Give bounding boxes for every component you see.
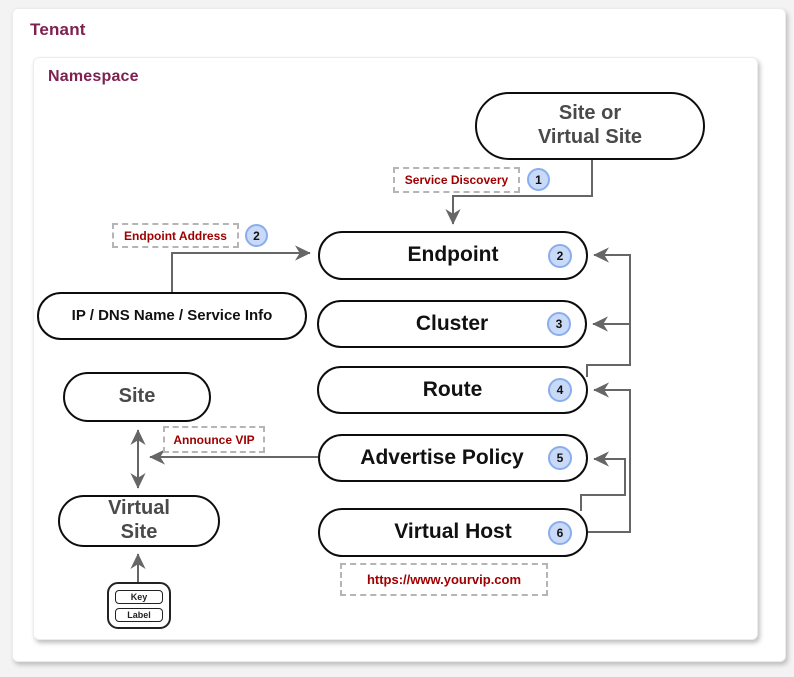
annotation-service-discovery: Service Discovery	[393, 167, 520, 193]
node-site-or-virtual-site: Site or Virtual Site	[475, 92, 705, 160]
legend-label-chip: Label	[115, 607, 163, 622]
node-cluster: Cluster 3	[317, 300, 587, 348]
node-site-or-virtual-site-line1: Site or	[558, 102, 622, 125]
node-ip-dns-service-info-label: IP / DNS Name / Service Info	[71, 307, 273, 325]
node-virtual-site: Virtual Site	[58, 495, 220, 547]
node-ip-dns-service-info: IP / DNS Name / Service Info	[37, 292, 307, 340]
node-virtual-host: Virtual Host 6	[318, 508, 588, 557]
node-endpoint-label: Endpoint	[407, 243, 499, 267]
tenant-title: Tenant	[30, 20, 86, 39]
legend-box: Key Label	[107, 582, 171, 629]
node-endpoint-badge: 2	[548, 243, 572, 268]
node-virtual-host-badge: 6	[548, 520, 572, 545]
node-site-label: Site	[118, 385, 156, 408]
namespace-title: Namespace	[48, 68, 139, 85]
legend-key-chip: Key	[115, 589, 163, 604]
node-route-label: Route	[422, 377, 483, 401]
node-site-or-virtual-site-line2: Virtual Site	[537, 126, 643, 148]
annotation-announce-vip: Announce VIP	[163, 426, 265, 453]
annotation-endpoint-address: Endpoint Address	[112, 223, 239, 248]
node-virtual-host-label: Virtual Host	[394, 520, 512, 544]
node-cluster-badge: 3	[547, 312, 571, 336]
node-advertise-policy-label: Advertise Policy	[360, 445, 524, 469]
node-route: Route 4	[317, 366, 588, 414]
annotation-service-discovery-badge: 1	[527, 168, 550, 191]
node-endpoint: Endpoint 2	[318, 231, 588, 280]
node-advertise-policy: Advertise Policy 5	[318, 434, 588, 482]
node-advertise-policy-badge: 5	[548, 446, 572, 470]
node-virtual-site-line1: Virtual	[108, 497, 170, 520]
node-cluster-label: Cluster	[415, 311, 489, 335]
node-site: Site	[63, 372, 211, 422]
node-route-badge: 4	[548, 378, 572, 402]
annotation-vip-url: https://www.yourvip.com	[340, 563, 548, 596]
annotation-endpoint-address-badge: 2	[245, 224, 268, 247]
node-virtual-site-line2: Site	[120, 521, 158, 543]
